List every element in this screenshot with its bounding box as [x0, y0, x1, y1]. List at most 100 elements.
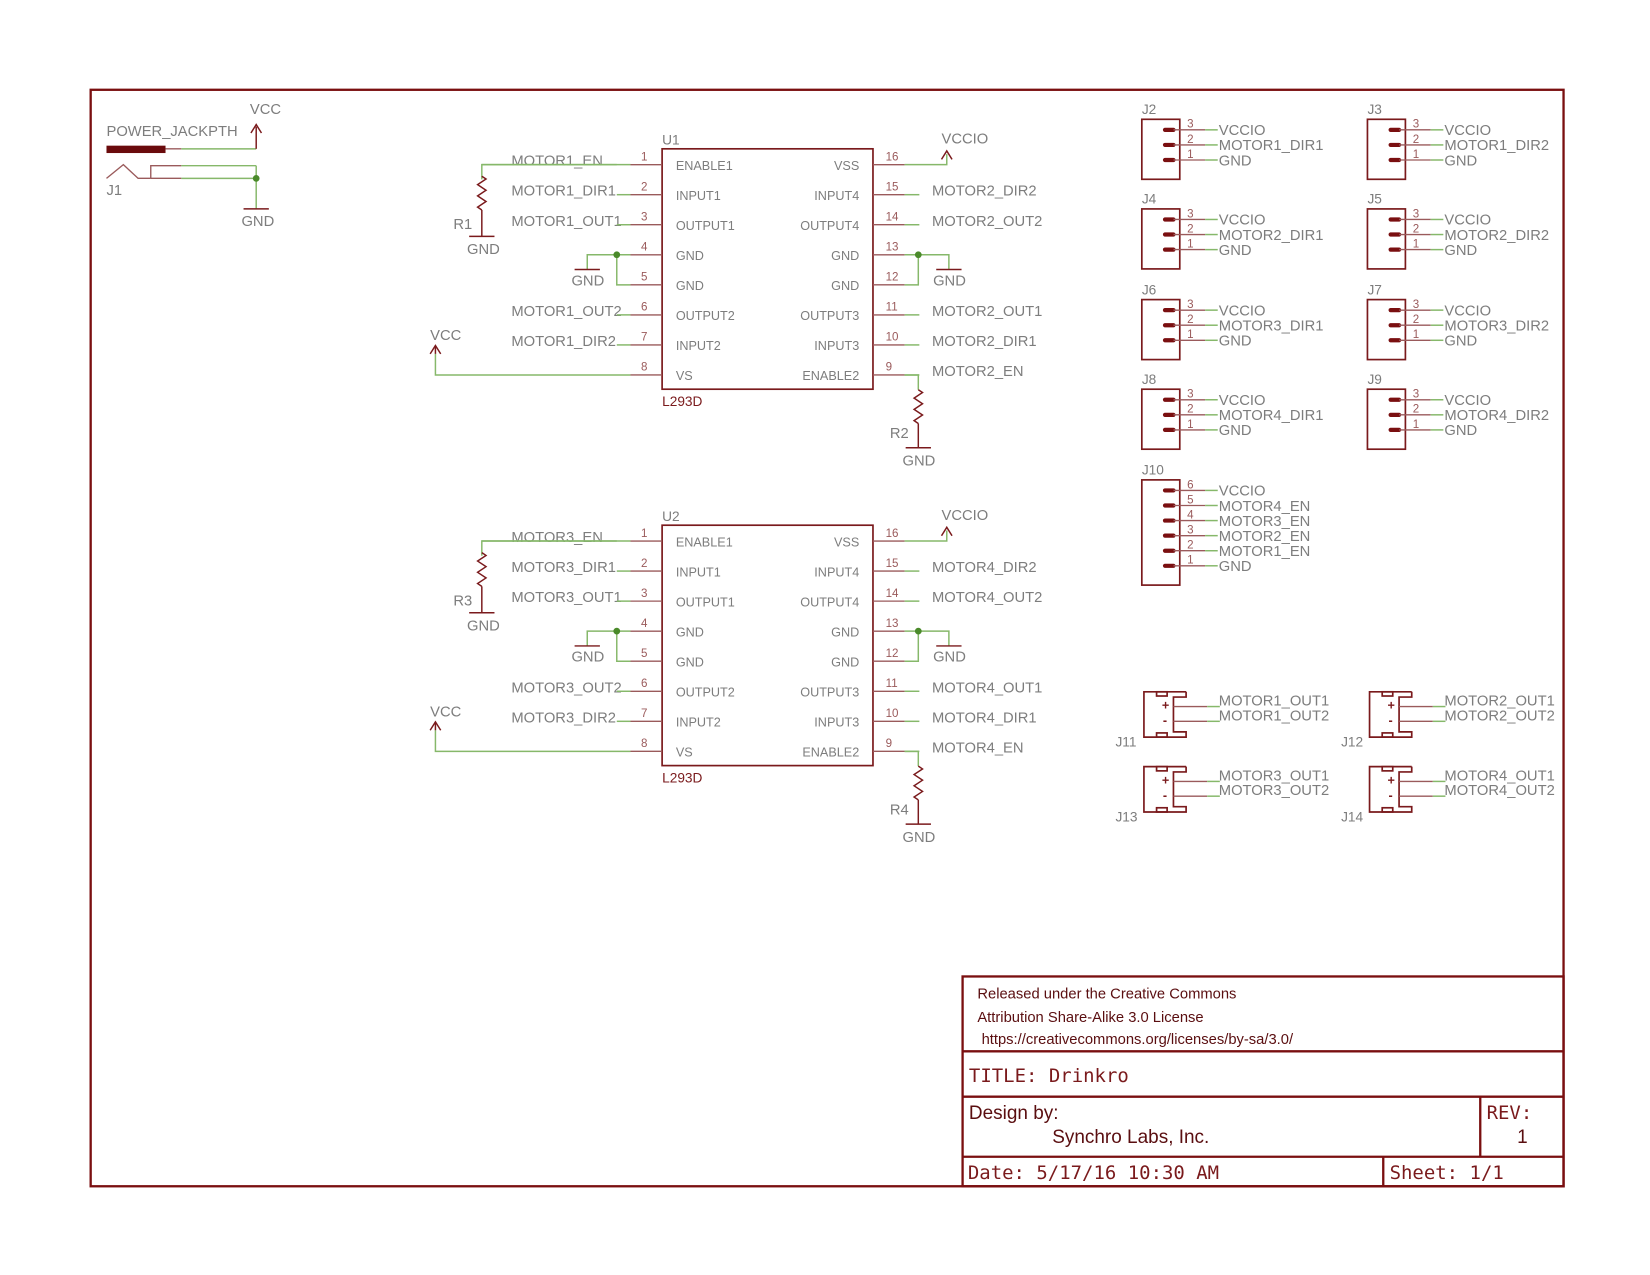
header-ref: J8: [1142, 372, 1157, 387]
net-label: MOTOR3_DIR2: [511, 710, 616, 726]
pin-name: GND: [676, 279, 704, 293]
vcc-arrow-icon: [250, 123, 263, 134]
net-label: MOTOR1_OUT1: [511, 214, 621, 230]
net-label: MOTOR1_DIR2: [511, 334, 616, 350]
header-ref: J10: [1142, 463, 1164, 478]
header-ref: J9: [1367, 372, 1381, 387]
net-label: MOTOR2_EN: [1219, 529, 1311, 545]
vcc-arrow-icon: [429, 720, 442, 731]
pin-8[interactable]: 8VS: [630, 738, 693, 760]
junction-dot: [252, 174, 260, 182]
pin-name: INPUT1: [676, 189, 721, 203]
plus-icon: +: [1162, 699, 1169, 713]
pin-number: 3: [1413, 119, 1419, 131]
net-label: MOTOR2_OUT2: [1444, 708, 1554, 724]
pin-name: INPUT4: [814, 565, 859, 579]
resistor-icon: [476, 175, 488, 211]
pin-number: 12: [886, 648, 899, 660]
pin-number: 8: [641, 738, 647, 750]
net-label: MOTOR3_EN: [1219, 514, 1311, 530]
header-ref: J6: [1142, 282, 1157, 297]
power-jack-j1[interactable]: POWER_JACKPTH VCC GND J1: [106, 102, 281, 230]
net-label: MOTOR1_DIR1: [1219, 138, 1324, 154]
pin-number: 3: [641, 588, 647, 600]
header-body: [1366, 388, 1407, 451]
pin-number: 2: [1413, 134, 1419, 146]
plus-icon: +: [1387, 774, 1394, 788]
pin-number: 2: [1413, 404, 1419, 416]
pin-name: GND: [676, 655, 704, 669]
pin-number: 9: [886, 738, 892, 750]
pin-name: OUTPUT4: [800, 595, 859, 609]
connector-ref: J12: [1341, 735, 1363, 750]
pin-number: 1: [1413, 329, 1419, 341]
resistor-icon: [476, 552, 488, 587]
gnd-label: GND: [933, 273, 966, 289]
minus-icon: -: [1389, 788, 1393, 802]
pin-number: 14: [886, 588, 899, 600]
gnd-label: GND: [902, 830, 935, 846]
net-label: MOTOR1_DIR2: [1444, 138, 1549, 154]
pin-name: ENABLE2: [802, 746, 859, 760]
pin-number: 7: [641, 332, 647, 344]
pin-number: 10: [886, 708, 899, 720]
pin-number: 9: [886, 362, 892, 374]
pin-number: 4: [641, 242, 648, 254]
pin-number: 6: [641, 678, 647, 690]
rev-value: 1: [1517, 1127, 1528, 1148]
chip-u2[interactable]: U2L293D1ENABLE1MOTOR3_EN2INPUT1MOTOR3_DI…: [429, 508, 1042, 846]
pin-number: 16: [886, 151, 899, 163]
pin-8[interactable]: 8VS: [630, 362, 693, 383]
net-label: GND: [1444, 423, 1477, 439]
license-url[interactable]: https://creativecommons.org/licenses/by-…: [982, 1032, 1294, 1048]
chip-u1[interactable]: U1L293D1ENABLE1MOTOR1_EN2INPUT1MOTOR1_DI…: [429, 132, 1042, 470]
header-body: [1366, 298, 1407, 361]
pin-name: INPUT2: [676, 339, 721, 353]
pin-number: 1: [1413, 239, 1419, 251]
vcc-label: VCC: [430, 705, 461, 721]
